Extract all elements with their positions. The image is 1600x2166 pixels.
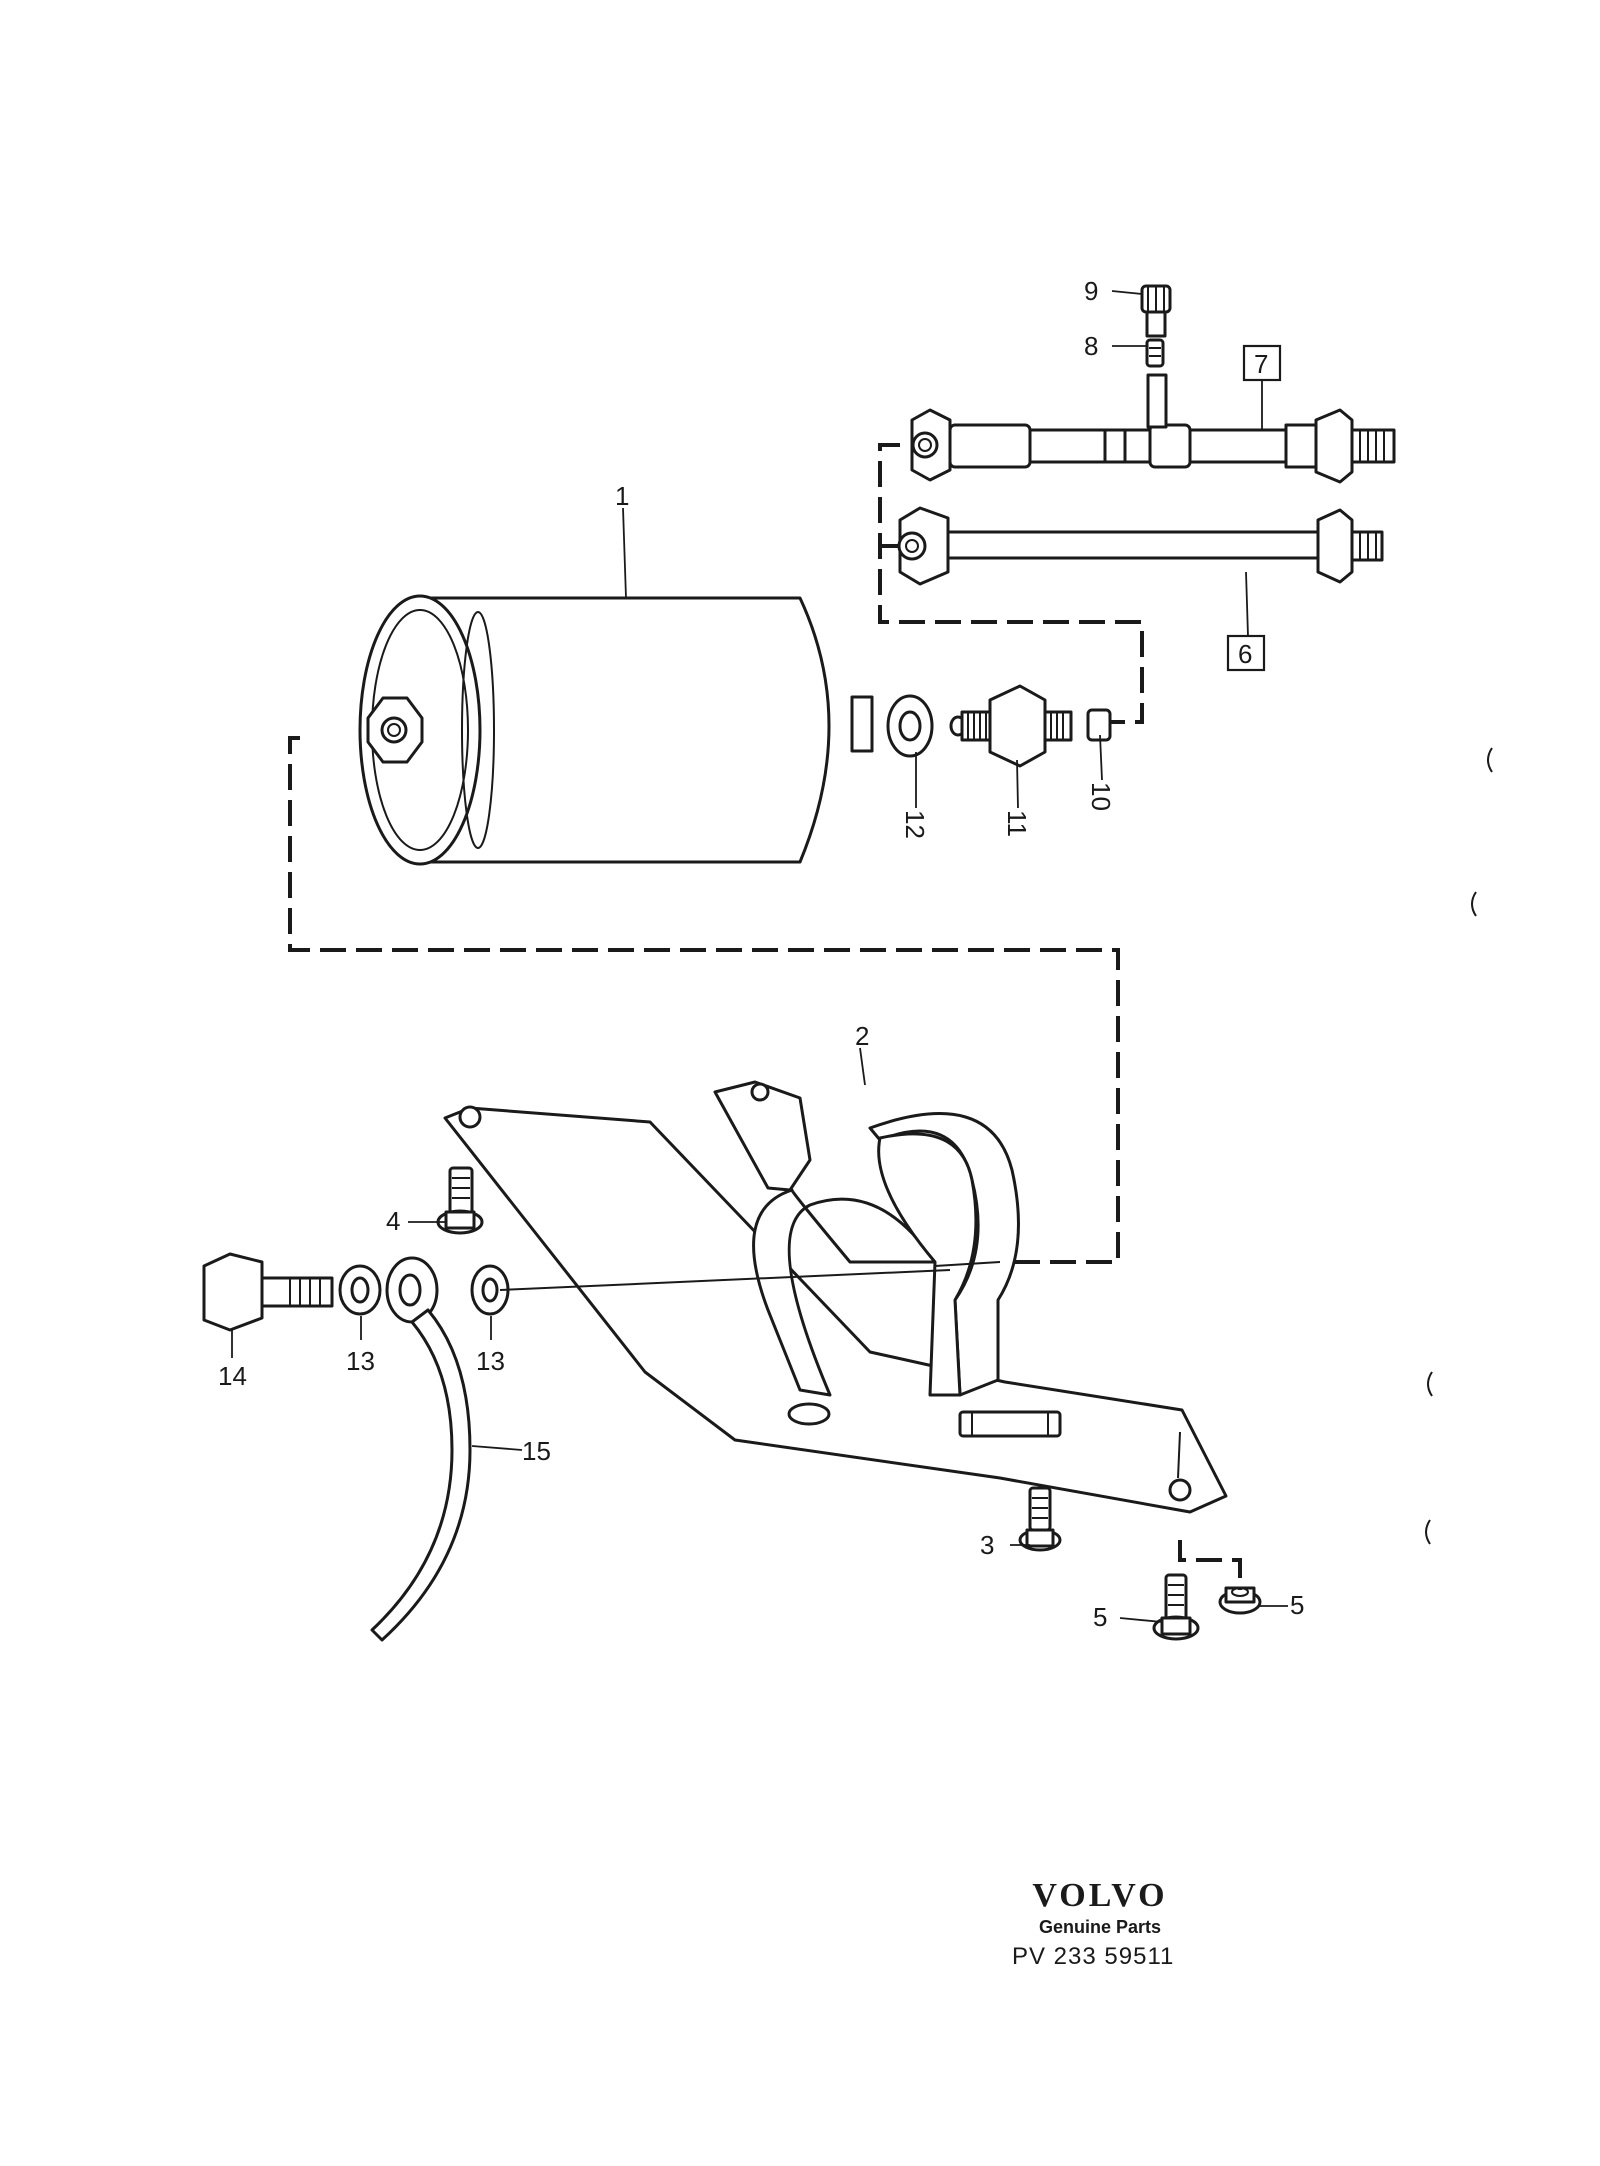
- ground-bolt-assembly: [202, 1252, 510, 1642]
- callout-4: 4: [386, 1206, 400, 1236]
- outlet-fittings: [886, 684, 1112, 768]
- callout-5-screw: 5: [1093, 1602, 1107, 1632]
- connection-lines: [288, 443, 1242, 1590]
- callout-13-right: 13: [476, 1346, 505, 1376]
- fuel-pipe-straight: [897, 506, 1384, 586]
- callout-14: 14: [218, 1361, 247, 1391]
- callout-9: 9: [1084, 276, 1098, 306]
- brand-logo: VOLVO: [1032, 1877, 1168, 1914]
- callout-3: 3: [980, 1530, 994, 1560]
- callout-15: 15: [522, 1436, 551, 1466]
- callout-12: 12: [900, 810, 930, 839]
- screw-4: [436, 1166, 484, 1235]
- callout-7: 7: [1254, 349, 1268, 379]
- page-margin-marks: [1425, 747, 1493, 1545]
- callout-10: 10: [1086, 782, 1116, 811]
- callout-7-box: 7: [1242, 344, 1282, 382]
- mounting-bracket: [443, 1080, 1228, 1514]
- callout-2: 2: [855, 1021, 869, 1051]
- callout-13-left: 13: [346, 1346, 375, 1376]
- callout-8: 8: [1084, 331, 1098, 361]
- brand-subtitle: Genuine Parts: [1038, 1917, 1162, 1937]
- fuel-pipe-with-tee: [910, 284, 1396, 484]
- screw-3: [1018, 1486, 1062, 1552]
- callout-1: 1: [615, 481, 629, 511]
- callout-11: 11: [1002, 810, 1032, 837]
- callout-numbers: 1 2 3 4 5 5 6 7 8 9 10 11 12 13 13 14 15: [218, 276, 1304, 1632]
- part-diagram-code: PV 233 59511: [1012, 1943, 1175, 1970]
- nut-5: [1218, 1586, 1262, 1615]
- callout-6: 6: [1238, 639, 1252, 669]
- callout-leaders: [231, 290, 1288, 1623]
- brand-logo-block: VOLVO Genuine Parts: [1000, 1877, 1200, 1938]
- screw-5: [1152, 1573, 1200, 1641]
- fuel-filter-canister: [358, 594, 874, 866]
- callout-5-nut: 5: [1290, 1590, 1304, 1620]
- callout-6-box: 6: [1226, 634, 1266, 672]
